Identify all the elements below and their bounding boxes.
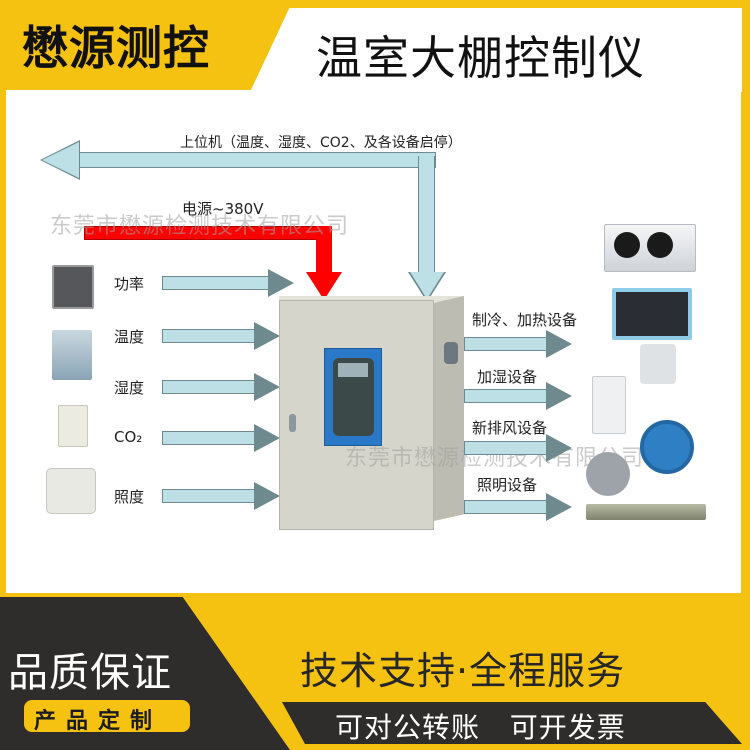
illuminance-sensor-icon (46, 468, 96, 514)
humidifier-icon (592, 376, 626, 434)
output-label-cooling-heating: 制冷、加热设备 (472, 311, 578, 329)
input-arrow-illuminance (162, 489, 256, 503)
arrow-head (546, 493, 572, 521)
payment-text: 可对公转账 可开发票 (335, 711, 626, 744)
watermark-top: 东莞市懋源检测技术有限公司 (50, 214, 350, 239)
output-label-humidifier: 加湿设备 (477, 368, 538, 386)
arrow-head (546, 330, 572, 358)
compressor-body (616, 292, 688, 336)
power-arrow-vertical (316, 226, 332, 276)
host-arrow-head-fill (42, 142, 79, 178)
power-meter-icon (52, 265, 94, 309)
brand-name: 懋源测控 (22, 21, 210, 75)
arrow-head (254, 424, 280, 452)
input-arrow-power (162, 276, 270, 290)
output-arrow-lighting (464, 500, 548, 514)
input-label-power: 功率 (114, 275, 145, 293)
power-arrow-head (306, 272, 342, 300)
custom-label: 产品定制 (34, 709, 163, 734)
support-tagline: 技术支持·全程服务 (300, 649, 626, 693)
evaporator-fan-1 (614, 232, 640, 258)
output-label-lighting: 照明设备 (477, 476, 538, 494)
valve-actuator-icon (640, 344, 676, 384)
arrow-head (546, 382, 572, 410)
cabinet-top (279, 296, 464, 302)
centrifugal-blower-icon (586, 452, 630, 496)
input-label-humidity: 湿度 (114, 379, 145, 397)
cabinet-brand-text: sens (377, 525, 463, 560)
cabinet-handle (289, 414, 296, 432)
input-label-temperature: 温度 (114, 328, 145, 346)
input-arrow-temperature (162, 329, 256, 343)
title-banner (250, 8, 742, 92)
power-label: 电源~380V (182, 200, 264, 218)
temperature-sensor-icon (52, 330, 92, 380)
cabinet-side (434, 296, 464, 521)
page-title: 温室大棚控制仪 (316, 31, 645, 85)
input-arrow-co2 (162, 431, 256, 445)
output-arrow-ventilation (464, 441, 548, 455)
controller-display (338, 363, 368, 377)
arrow-head (254, 482, 280, 510)
arrow-head (546, 434, 572, 462)
arrow-head (268, 269, 294, 297)
ventilation-fan-icon (640, 420, 694, 474)
host-arrow-vertical (418, 156, 435, 274)
host-arrow-horizontal (78, 152, 436, 168)
arrow-head (254, 373, 280, 401)
output-label-ventilation: 新排风设备 (472, 419, 548, 437)
output-arrow-humidifier (464, 389, 548, 403)
input-label-illuminance: 照度 (114, 488, 145, 506)
host-label: 上位机（温度、湿度、CO2、及各设备启停） (180, 135, 462, 151)
cabinet-fan-icon (444, 342, 458, 364)
light-bar-icon (586, 504, 706, 520)
quality-guarantee: 品质保证 (8, 650, 172, 696)
payment-bar (282, 702, 742, 744)
input-label-co2: CO₂ (114, 428, 143, 446)
arrow-head (254, 322, 280, 350)
input-arrow-humidity (162, 380, 256, 394)
output-arrow-cooling-heating (464, 337, 548, 351)
evaporator-fan-2 (647, 232, 673, 258)
custom-badge (24, 700, 190, 732)
host-arrow-down-head-fill (410, 272, 444, 299)
co2-sensor-icon (58, 405, 88, 447)
